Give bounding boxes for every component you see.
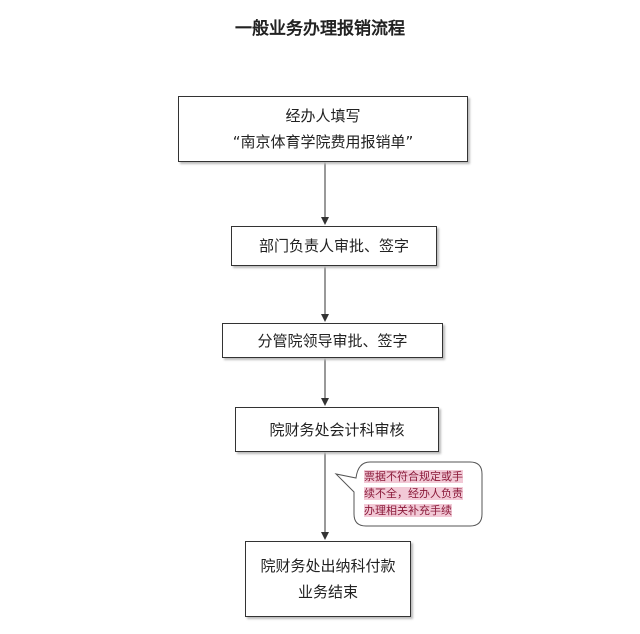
step-department-approval: 部门负责人审批、签字 <box>231 226 437 266</box>
step-5-line-1: 院财务处出纳科付款 <box>260 557 396 575</box>
step-cashier-payment: 院财务处出纳科付款 业务结束 <box>245 541 411 617</box>
callout-note: 票据不符合规定或手 续不全，经办人负责 办理相关补充手续 <box>364 468 476 519</box>
step-leader-approval: 分管院领导审批、签字 <box>222 323 443 358</box>
step-3-line-1: 分管院领导审批、签字 <box>257 331 408 350</box>
step-accounting-review: 院财务处会计科审核 <box>235 407 439 452</box>
diagram-title: 一般业务办理报销流程 <box>235 19 405 39</box>
step-1-line-1: 经办人填写 <box>285 107 361 125</box>
callout-line-2: 续不全，经办人负责 <box>364 487 463 500</box>
step-1-line-2: “南京体育学院费用报销单” <box>232 133 414 151</box>
step-4-line-1: 院财务处会计科审核 <box>269 420 405 439</box>
callout-line-1: 票据不符合规定或手 <box>364 470 463 483</box>
step-2-line-1: 部门负责人审批、签字 <box>258 237 409 255</box>
callout-line-3: 办理相关补充手续 <box>364 504 452 517</box>
step-fill-form: 经办人填写 “南京体育学院费用报销单” <box>178 96 468 162</box>
step-5-line-2: 业务结束 <box>297 583 358 601</box>
